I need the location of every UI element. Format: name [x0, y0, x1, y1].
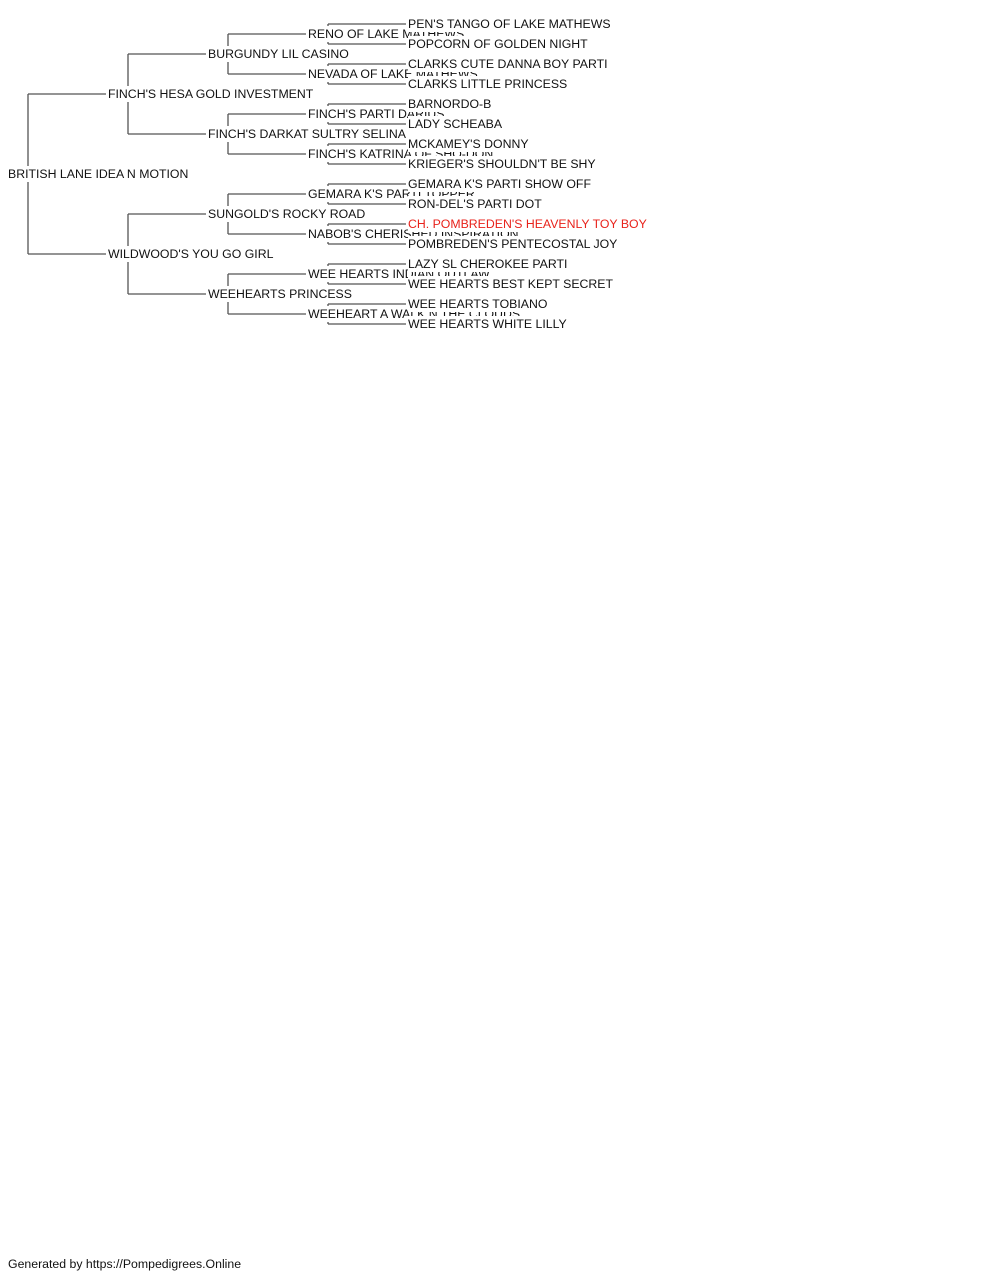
- great-great-grandparent-dam-name: RON-DEL'S PARTI DOT: [408, 196, 544, 212]
- subject-dog-name: BRITISH LANE IDEA N MOTION: [8, 166, 191, 182]
- great-great-grandparent-sire-name: BARNORDO-B: [408, 96, 494, 112]
- great-great-grandparent-sire-name: WEE HEARTS TOBIANO: [408, 296, 550, 312]
- great-great-grandparent-sire-name: MCKAMEY'S DONNY: [408, 136, 531, 152]
- great-great-grandparent-dam-name: WEE HEARTS BEST KEPT SECRET: [408, 276, 615, 292]
- great-great-grandparent-sire-name: CLARKS CUTE DANNA BOY PARTI: [408, 56, 610, 72]
- great-great-grandparent-sire-name: CH. POMBREDEN'S HEAVENLY TOY BOY: [408, 216, 649, 232]
- great-great-grandparent-dam-name: KRIEGER'S SHOULDN'T BE SHY: [408, 156, 598, 172]
- grandparent-dam-name: FINCH'S DARKAT SULTRY SELINA: [208, 126, 409, 142]
- grandparent-sire-name: SUNGOLD'S ROCKY ROAD: [208, 206, 368, 222]
- footer-credit: Generated by https://Pompedigrees.Online: [8, 1257, 242, 1271]
- great-great-grandparent-sire-name: LAZY SL CHEROKEE PARTI: [408, 256, 570, 272]
- grandparent-dam-name: WEEHEARTS PRINCESS: [208, 286, 354, 302]
- great-great-grandparent-dam-name: POMBREDEN'S PENTECOSTAL JOY: [408, 236, 620, 252]
- great-great-grandparent-dam-name: POPCORN OF GOLDEN NIGHT: [408, 36, 590, 52]
- grandparent-sire-name: BURGUNDY LIL CASINO: [208, 46, 351, 62]
- great-great-grandparent-dam-name: CLARKS LITTLE PRINCESS: [408, 76, 570, 92]
- great-great-grandparent-dam-name: WEE HEARTS WHITE LILLY: [408, 316, 569, 332]
- great-great-grandparent-sire-name: GEMARA K'S PARTI SHOW OFF: [408, 176, 593, 192]
- parent-sire-name: FINCH'S HESA GOLD INVESTMENT: [108, 86, 316, 102]
- parent-dam-name: WILDWOOD'S YOU GO GIRL: [108, 246, 276, 262]
- great-great-grandparent-dam-name: LADY SCHEABA: [408, 116, 505, 132]
- great-great-grandparent-sire-name: PEN'S TANGO OF LAKE MATHEWS: [408, 16, 613, 32]
